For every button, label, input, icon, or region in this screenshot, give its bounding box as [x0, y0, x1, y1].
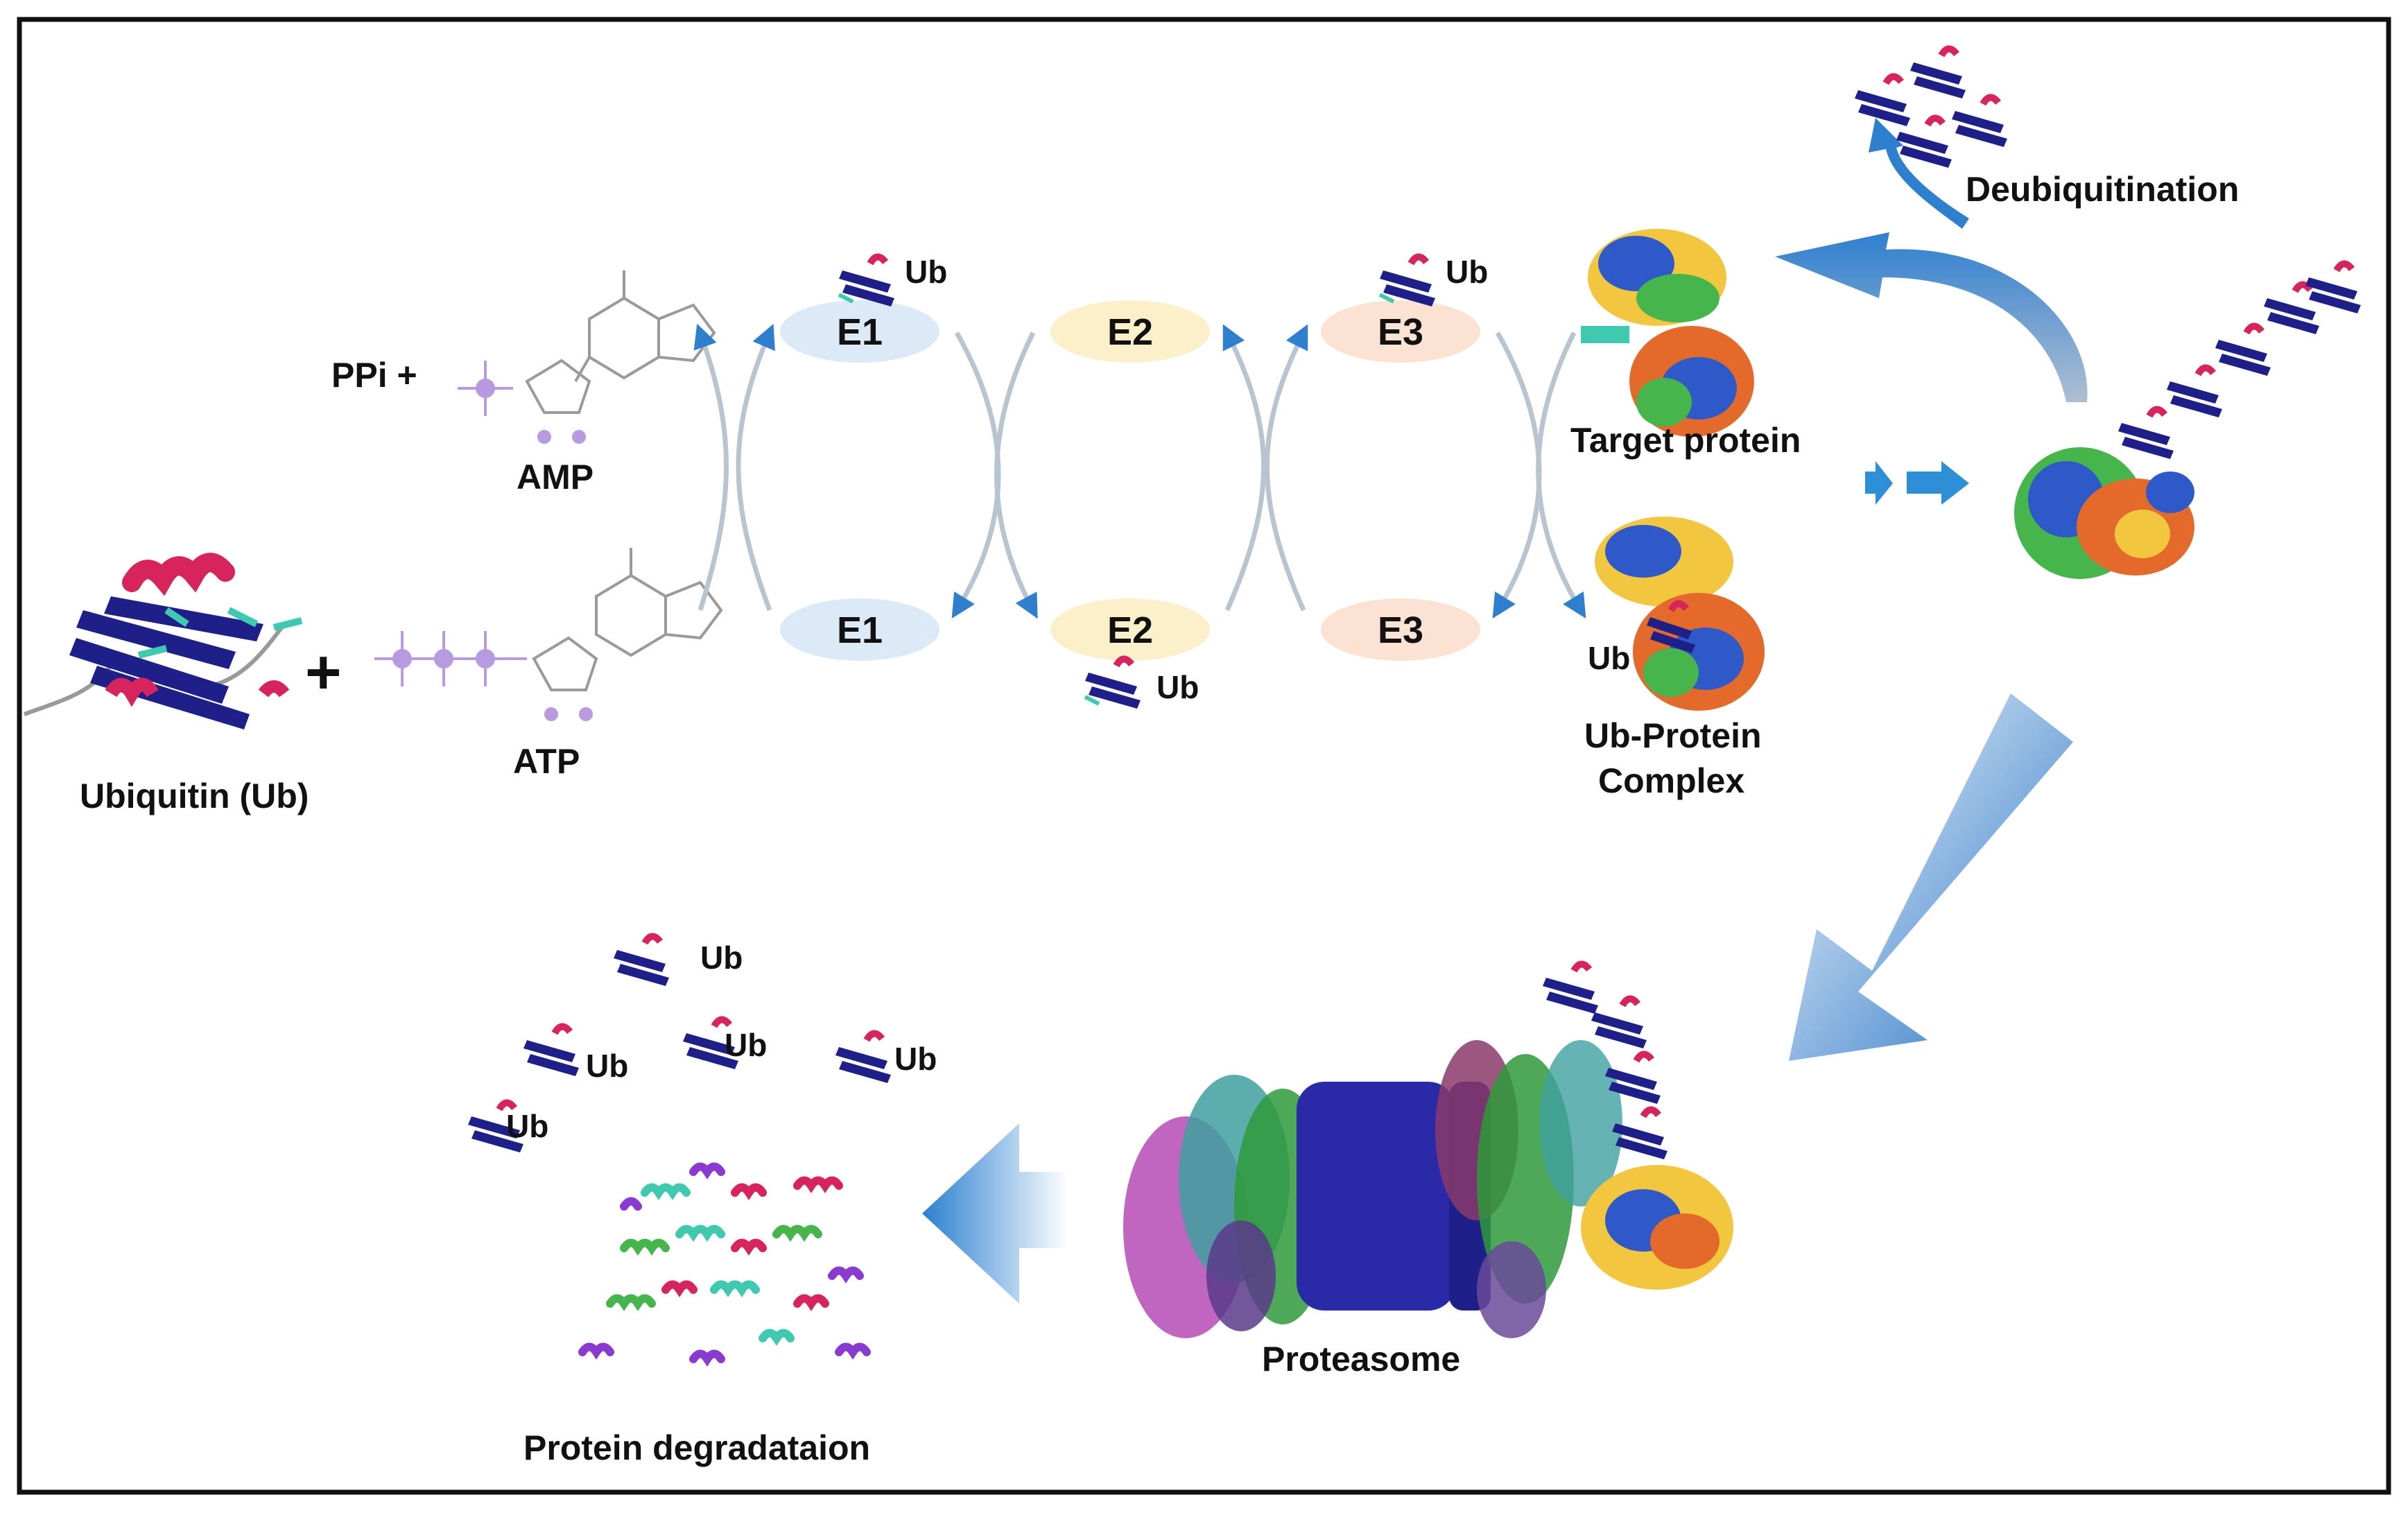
ub-tag-released-5: Ub — [506, 1108, 548, 1144]
target-protein-structure-icon — [1581, 229, 1754, 437]
polyubiquitinated-protein-structure-icon — [2014, 447, 2194, 579]
e3-bottom-node — [1321, 598, 1480, 661]
ub-tag-released-1: Ub — [700, 940, 743, 976]
degradation-output-arrow — [922, 1123, 1068, 1304]
proteasome-label: Proteasome — [1262, 1340, 1460, 1378]
amp-molecule — [458, 270, 716, 444]
ub-tag-e2: Ub — [1157, 669, 1199, 705]
enzyme-row-bottom: E1 E2 E3 — [780, 598, 1480, 661]
figure-border — [17, 17, 2391, 1495]
ub-protein-complex-label-line2: Complex — [1598, 761, 1744, 800]
ub-on-e1-icon — [838, 253, 894, 306]
e2-bottom-node — [1050, 598, 1210, 661]
ub-tag-released-4: Ub — [894, 1041, 937, 1077]
e1-top-node — [780, 300, 939, 363]
deubiquitination-branch-arrow — [1869, 118, 1969, 229]
amp-label: AMP — [517, 458, 594, 496]
polyubiquitination-arrows — [1865, 461, 1969, 505]
ub-on-e2-icon — [1084, 655, 1141, 709]
ub-tag-complex: Ub — [1588, 640, 1630, 676]
proteasome-structure-icon — [1123, 960, 1733, 1338]
deubiquitination-label: Deubiquitination — [1966, 170, 2239, 209]
ub-tag-released-3: Ub — [725, 1027, 767, 1063]
ubiquitin-structure-icon — [23, 553, 303, 729]
atp-label: ATP — [513, 742, 580, 781]
ub-protein-complex-structure-icon — [1595, 517, 1765, 711]
e1-top-label: E1 — [837, 311, 883, 353]
e1-bottom-label: E1 — [837, 609, 883, 651]
enzyme-row-top: E1 E2 E3 — [780, 300, 1480, 363]
e2-bottom-label: E2 — [1107, 609, 1153, 651]
ub-tag-e1: Ub — [905, 254, 947, 290]
free-ubiquitin-cluster-icon — [1855, 45, 2007, 168]
e2-top-node — [1050, 300, 1210, 363]
protein-degradation-label: Protein degradataion — [523, 1428, 870, 1467]
ub-on-e3-icon — [1378, 253, 1435, 306]
atp-molecule — [374, 548, 723, 721]
e3-top-label: E3 — [1378, 311, 1423, 353]
degradation-direction-arrow — [1789, 693, 2073, 1061]
target-protein-label: Target protein — [1570, 421, 1801, 460]
degraded-peptide-fragments — [578, 1162, 871, 1367]
deubiquitination-return-arrow — [1775, 232, 2088, 402]
ppi-label: PPi + — [331, 356, 417, 395]
e2-top-label: E2 — [1107, 311, 1153, 353]
e1-bottom-node — [780, 598, 939, 661]
ub-tag-e3: Ub — [1446, 254, 1488, 290]
ub-protein-complex-label-line1: Ub-Protein — [1584, 716, 1762, 755]
e3-bottom-label: E3 — [1378, 609, 1423, 651]
transfer-arrows — [693, 323, 1586, 619]
released-ubiquitin-group — [468, 933, 891, 1152]
ubiquitin-label: Ubiquitin (Ub) — [80, 777, 309, 815]
ub-tag-released-2: Ub — [586, 1048, 628, 1084]
plus-sign: + — [305, 638, 342, 707]
ubiquitin-chain-icon — [2118, 260, 2361, 459]
e3-top-node — [1321, 300, 1480, 363]
